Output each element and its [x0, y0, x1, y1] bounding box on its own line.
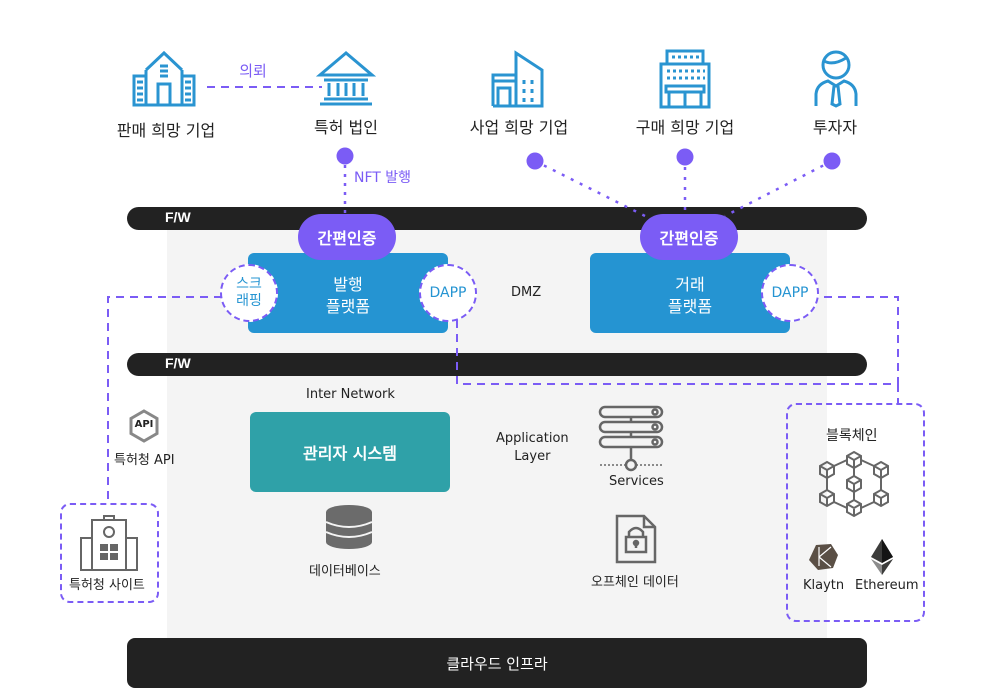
- application-layer-line-2: Layer: [514, 449, 551, 464]
- trade-dapp-module[interactable]: DAPP: [761, 264, 819, 322]
- offchain-data-label: 오프체인 데이터: [591, 575, 679, 590]
- firewall-bottom-bar: F/W: [127, 353, 867, 376]
- blockchain-network-icon: [819, 450, 889, 518]
- patent-api-label: 특허청 API: [114, 453, 175, 468]
- api-badge-text: API: [134, 419, 154, 430]
- trade-auth-pill[interactable]: 간편인증: [640, 214, 738, 260]
- services-label: Services: [609, 474, 664, 489]
- nft-node-dot: [336, 147, 354, 165]
- issuance-platform-title-1: 발행: [333, 275, 363, 294]
- klaytn-logo-wrap: [807, 543, 839, 571]
- blockchain-network-icon-wrap: [817, 450, 891, 520]
- tower-building-icon: [659, 49, 711, 109]
- purchase-node-dot: [676, 148, 694, 166]
- entity-investor: [813, 48, 859, 108]
- request-label: 의뢰: [239, 62, 267, 80]
- cloud-infra-bar: 클라우드 인프라: [127, 638, 867, 688]
- database-icon: [325, 505, 373, 549]
- trade-dapp-label: DAPP: [771, 284, 809, 301]
- ethereum-logo-icon: [871, 539, 893, 575]
- entity-patent-firm-label: 특허 법인: [314, 118, 378, 137]
- issuance-auth-pill[interactable]: 간편인증: [298, 214, 396, 260]
- application-layer-label: Application Layer: [496, 430, 569, 466]
- trade-platform-title-2: 플랫폼: [667, 297, 713, 316]
- database-icon-wrap: [324, 504, 374, 550]
- offchain-icon-wrap: [614, 513, 658, 565]
- scraping-module-line-1: 스크: [236, 276, 262, 292]
- firewall-bottom-label: F/W: [165, 355, 191, 371]
- issuance-dapp-label: DAPP: [429, 284, 467, 301]
- entity-patent-firm: [315, 50, 377, 106]
- scraping-module[interactable]: 스크 래핑: [220, 264, 278, 322]
- ethereum-logo-wrap: [870, 538, 894, 576]
- trade-platform[interactable]: 거래 플랫폼: [590, 253, 790, 333]
- firewall-top-bar: F/W: [127, 207, 867, 230]
- issuance-dapp-module[interactable]: DAPP: [419, 264, 477, 322]
- investor-person-icon: [814, 50, 858, 108]
- courthouse-icon: [315, 51, 377, 106]
- entity-buyer-label: 구매 희망 기업: [635, 118, 735, 137]
- office-building-icon: [132, 50, 196, 107]
- entity-business-label: 사업 희망 기업: [469, 118, 569, 137]
- blockchain-box[interactable]: [786, 403, 925, 622]
- entity-seller: [128, 48, 200, 108]
- services-icon-wrap: [598, 405, 664, 473]
- server-stack-icon: [598, 405, 664, 472]
- investor-node-dot: [823, 152, 841, 170]
- entity-business: [490, 50, 546, 108]
- admin-system-box[interactable]: 관리자 시스템: [250, 412, 450, 492]
- trade-platform-title-1: 거래: [675, 275, 705, 294]
- company-building-icon: [491, 50, 544, 108]
- nft-issue-label: NFT 발행: [354, 170, 412, 186]
- klaytn-label: Klaytn: [803, 578, 845, 593]
- inter-network-label: Inter Network: [306, 387, 395, 402]
- entity-investor-label: 투자자: [812, 118, 858, 137]
- blockchain-title: 블록체인: [826, 428, 878, 444]
- ethereum-label: Ethereum: [855, 578, 919, 593]
- issuance-platform[interactable]: 발행 플랫폼: [248, 253, 448, 333]
- firewall-top-label: F/W: [165, 209, 191, 225]
- locked-file-icon: [615, 514, 657, 564]
- scraping-module-line-2: 래핑: [236, 293, 262, 309]
- patent-site-icon-wrap: [79, 514, 139, 572]
- api-badge: API: [128, 409, 160, 443]
- patent-site-label: 특허청 사이트: [69, 578, 145, 593]
- cloud-infra-label: 클라우드 인프라: [446, 654, 548, 673]
- business-node-dot: [526, 152, 544, 170]
- klaytn-logo-icon: [809, 544, 838, 570]
- issuance-platform-title-2: 플랫폼: [325, 297, 371, 316]
- government-building-icon: [80, 515, 138, 571]
- entity-seller-label: 판매 희망 기업: [116, 121, 216, 140]
- database-label: 데이터베이스: [309, 564, 381, 579]
- entity-buyer: [659, 49, 711, 109]
- application-layer-line-1: Application: [496, 431, 569, 446]
- dmz-label: DMZ: [511, 285, 542, 300]
